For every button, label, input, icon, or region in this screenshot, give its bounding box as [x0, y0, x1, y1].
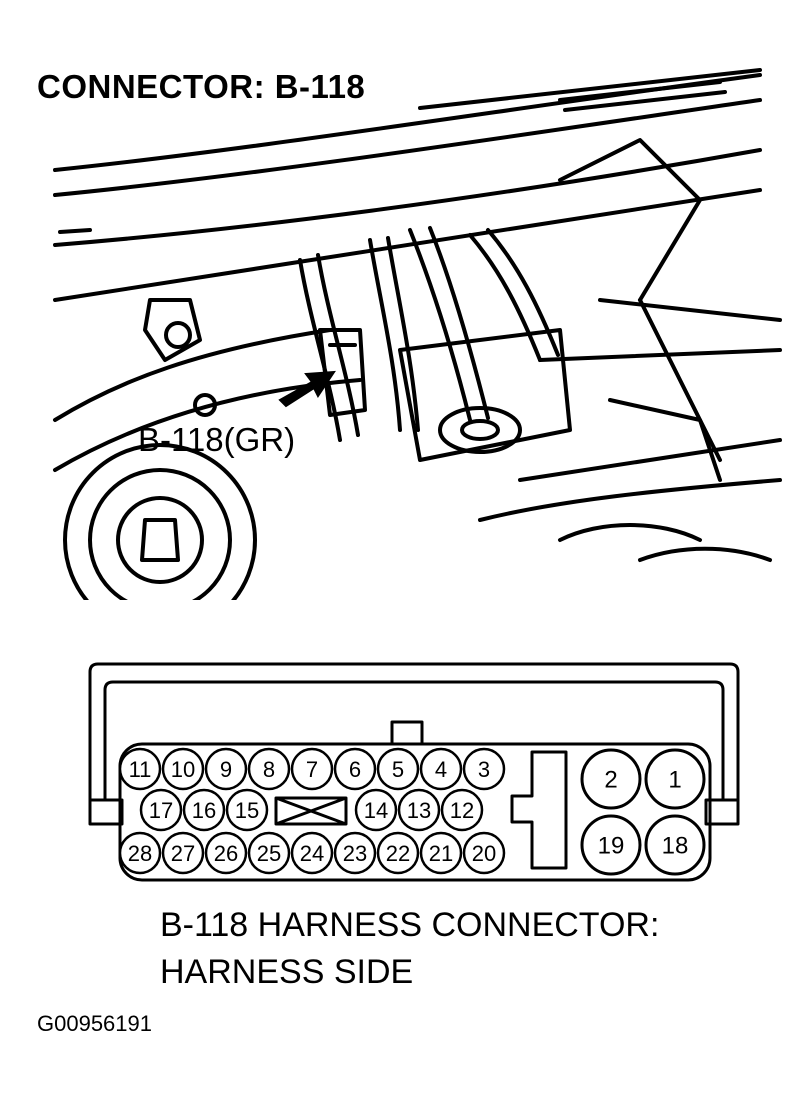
caption-line-2: HARNESS SIDE: [160, 953, 414, 991]
pin-22-cavity: [376, 831, 420, 875]
pin-21-label: 21: [429, 841, 453, 866]
big-pins: 2 1 19 18: [580, 748, 706, 876]
pin-6-label: 6: [349, 757, 361, 782]
pin-8-label: 8: [263, 757, 275, 782]
pin-19-label: 19: [598, 833, 625, 860]
connector-callout-label: B-118(GR): [138, 421, 296, 458]
pin-24-cavity: [290, 831, 334, 875]
pin-7-cavity: [290, 747, 334, 791]
pin-20-label: 20: [472, 841, 496, 866]
pin-16-cavity: [182, 788, 226, 832]
pin-27-label: 27: [171, 841, 195, 866]
pin-4-cavity: [419, 747, 463, 791]
pin-15-cavity: [225, 788, 269, 832]
pin-18-cavity: [644, 814, 706, 876]
pin-13-cavity: [397, 788, 441, 832]
pin-15-label: 15: [235, 798, 259, 823]
pin-2-label: 2: [604, 767, 617, 794]
pin-17-cavity: [139, 788, 183, 832]
pin-3-cavity: [462, 747, 506, 791]
pin-23-cavity: [333, 831, 377, 875]
pin-3-label: 3: [478, 757, 490, 782]
pin-4-label: 4: [435, 757, 447, 782]
pin-12-label: 12: [450, 798, 474, 823]
pin-12-cavity: [440, 788, 484, 832]
pin-11-label: 11: [129, 757, 152, 782]
pin-26-cavity: [204, 831, 248, 875]
diagram-title: CONNECTOR: B-118: [37, 68, 366, 105]
pin-2-cavity: [580, 748, 642, 810]
pin-22-label: 22: [386, 841, 410, 866]
pin-8-cavity: [247, 747, 291, 791]
pin-14-cavity: [354, 788, 398, 832]
pin-13-label: 13: [407, 798, 431, 823]
pin-19-cavity: [580, 814, 642, 876]
pin-5-label: 5: [392, 757, 404, 782]
pin-28-label: 28: [128, 841, 152, 866]
small-pins: 11 10 9 8 7 6 5 4 3 17 16 15 14 13 12 28 27 26 25 24 23 22 21 2…: [118, 747, 506, 875]
pin-27-cavity: [161, 831, 205, 875]
pin-16-label: 16: [192, 798, 216, 823]
pin-7-label: 7: [306, 757, 318, 782]
pin-23-label: 23: [343, 841, 367, 866]
pin-25-label: 25: [257, 841, 281, 866]
figure-id: G00956191: [37, 1011, 152, 1036]
pin-14-label: 14: [364, 798, 388, 823]
pin-28-cavity: [118, 831, 162, 875]
pin-10-cavity: [161, 747, 205, 791]
pin-5-cavity: [376, 747, 420, 791]
pin-9-label: 9: [220, 757, 232, 782]
pin-1-label: 1: [668, 767, 681, 794]
pin-21-cavity: [419, 831, 463, 875]
pin-18-label: 18: [662, 833, 689, 860]
pin-20-cavity: [462, 831, 506, 875]
pin-26-label: 26: [214, 841, 238, 866]
pin-25-cavity: [247, 831, 291, 875]
pin-17-label: 17: [149, 798, 173, 823]
caption-line-1: B-118 HARNESS CONNECTOR:: [160, 906, 660, 944]
engine-bay-illustration: [53, 68, 782, 600]
pin-11-cavity: [118, 747, 162, 791]
pin-9-cavity: [204, 747, 248, 791]
pin-24-label: 24: [300, 841, 324, 866]
pin-10-label: 10: [171, 757, 195, 782]
pin-6-cavity: [333, 747, 377, 791]
pin-1-cavity: [644, 748, 706, 810]
